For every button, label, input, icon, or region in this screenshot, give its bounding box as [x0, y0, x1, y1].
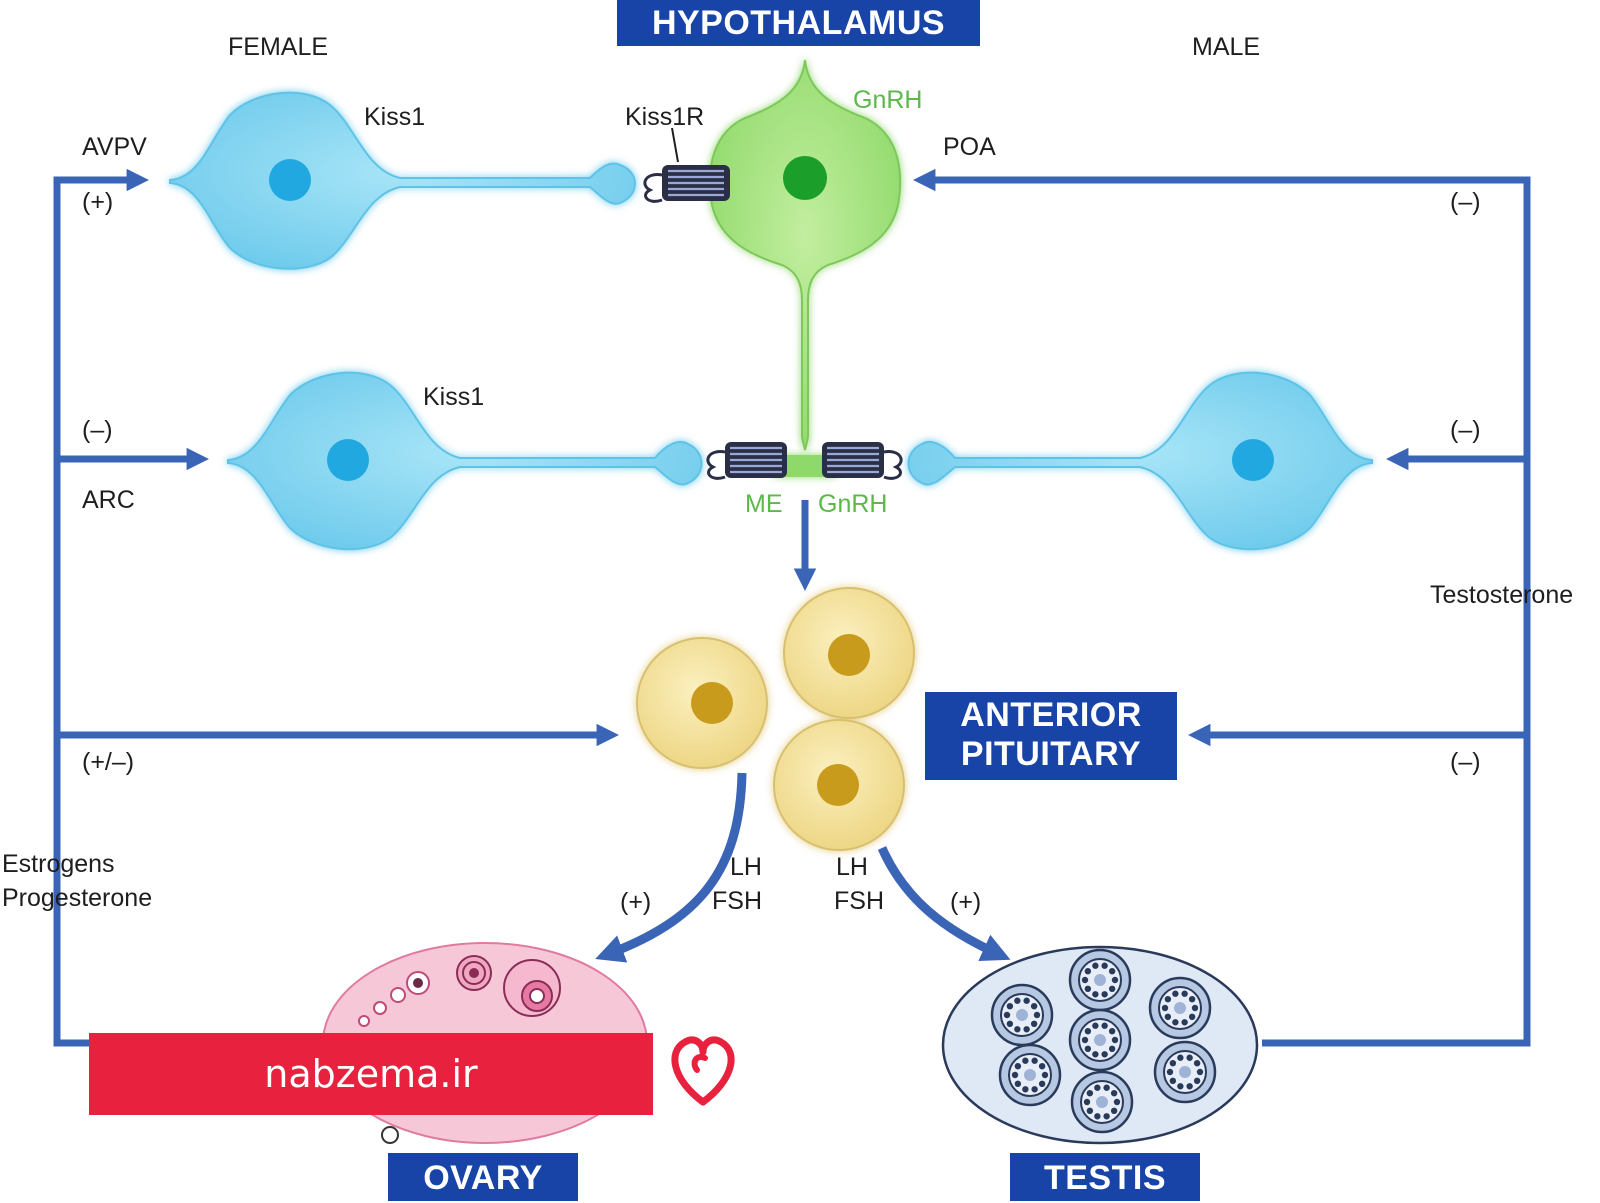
- label-poa: POA: [943, 133, 996, 161]
- kiss1-nucleus-avpv: [269, 159, 311, 201]
- sign-arc-right: (–): [1450, 416, 1481, 444]
- label-lh-left: LH: [730, 853, 762, 881]
- title-ovary: OVARY: [388, 1153, 578, 1201]
- right-vertical-line: [913, 168, 1531, 1047]
- gnrh-nucleus: [783, 156, 827, 200]
- kiss1-neuron-arc-female: [227, 371, 703, 551]
- kiss1-nucleus-arc-female: [327, 439, 369, 481]
- title-pituitary-text: PITUITARY: [960, 735, 1142, 773]
- label-kiss1-top: Kiss1: [364, 103, 425, 131]
- lh-fsh-to-testis-arrow: [877, 846, 1011, 961]
- label-me: ME: [745, 490, 783, 518]
- sign-pit-right: (–): [1450, 748, 1481, 776]
- seminiferous-tubules: [990, 948, 1217, 1134]
- seminiferous-tubule: [1153, 1040, 1217, 1104]
- kiss1r-receptor-me-right: [822, 442, 903, 480]
- kiss1-neuron-arc-male: [907, 371, 1373, 551]
- title-testis-text: TESTIS: [1043, 1159, 1167, 1197]
- pituitary-cells: [636, 587, 915, 851]
- label-lh-right: LH: [836, 853, 868, 881]
- sign-pit-left: (+/–): [82, 748, 134, 776]
- testis: [941, 945, 1259, 1145]
- label-arc: ARC: [82, 486, 135, 514]
- gnrh-neuron: [708, 59, 902, 477]
- label-fsh-right: FSH: [834, 887, 884, 915]
- label-gnrh-me: GnRH: [818, 490, 887, 518]
- watermark-banner: nabzema.ir: [89, 1033, 653, 1115]
- label-fsh-left: FSH: [712, 887, 762, 915]
- seminiferous-tubule: [1148, 976, 1212, 1040]
- pituitary-cell-bottom: [773, 719, 905, 851]
- seminiferous-tubule: [1068, 948, 1132, 1012]
- sign-testis: (+): [950, 888, 981, 916]
- label-testosterone: Testosterone: [1430, 581, 1573, 609]
- seminiferous-tubule: [1068, 1008, 1132, 1072]
- label-estrogens: Estrogens: [2, 850, 115, 878]
- lh-fsh-to-ovary-arrow: [595, 772, 747, 963]
- watermark-text: nabzema.ir: [264, 1052, 478, 1096]
- sign-avpv: (+): [82, 188, 113, 216]
- pituitary-cell-left: [636, 637, 768, 769]
- label-kiss1r: Kiss1R: [625, 103, 704, 131]
- label-avpv: AVPV: [82, 133, 147, 161]
- kiss1-nucleus-arc-male: [1232, 439, 1274, 481]
- kiss1r-receptor-top: [643, 127, 730, 203]
- kiss1-neuron-avpv: [169, 91, 636, 270]
- right-feedback-loop: [913, 168, 1531, 1047]
- left-vertical-line: [53, 168, 330, 1047]
- label-kiss1-mid: Kiss1: [423, 383, 484, 411]
- label-female: FEMALE: [228, 33, 328, 61]
- seminiferous-tubule: [990, 983, 1054, 1047]
- title-hypothalamus-text: HYPOTHALAMUS: [651, 4, 946, 42]
- title-ovary-text: OVARY: [423, 1159, 543, 1197]
- seminiferous-tubule: [1070, 1070, 1134, 1134]
- sign-poa: (–): [1450, 188, 1481, 216]
- label-progesterone: Progesterone: [2, 884, 152, 912]
- title-testis: TESTIS: [1010, 1153, 1200, 1201]
- label-gnrh-top: GnRH: [853, 86, 922, 114]
- pituitary-cell-top: [783, 587, 915, 719]
- title-hypothalamus: HYPOTHALAMUS: [617, 0, 980, 46]
- label-male: MALE: [1192, 33, 1260, 61]
- heart-logo-icon: [671, 1036, 735, 1106]
- title-anterior-text: ANTERIOR: [960, 696, 1142, 734]
- seminiferous-tubule: [998, 1043, 1062, 1107]
- sign-arc: (–): [82, 416, 113, 444]
- title-anterior-pituitary: ANTERIOR PITUITARY: [925, 692, 1177, 780]
- kiss1r-receptor-me-left: [706, 442, 787, 480]
- sign-ovary: (+): [620, 888, 651, 916]
- left-feedback-loop: [53, 168, 619, 1047]
